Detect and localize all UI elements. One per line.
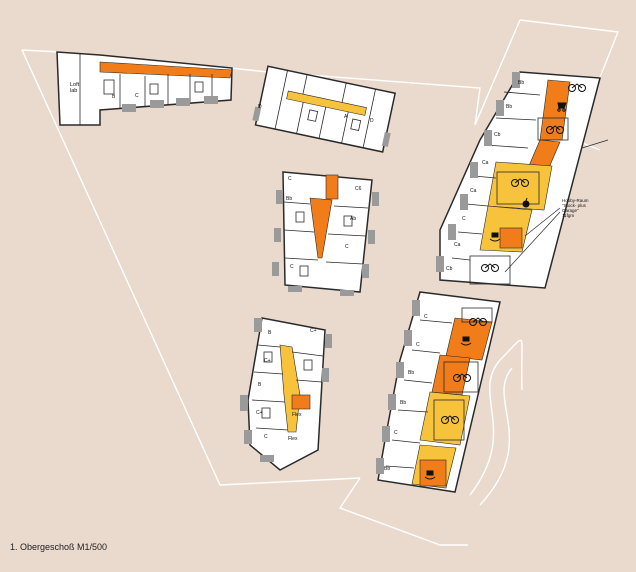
bicycle-icon xyxy=(441,415,459,424)
label-ca-2: Ca xyxy=(470,188,477,194)
apple-icon xyxy=(522,197,530,208)
unit-labels: Loft lab B C D D C Bb C6 Ab C C B C+ C+ … xyxy=(70,80,524,472)
room-icons xyxy=(424,83,586,480)
bicycle-icon xyxy=(469,317,487,326)
building-c xyxy=(272,171,379,296)
label-c-plus-3: C+ xyxy=(256,410,263,416)
label-c-2: C xyxy=(288,176,292,182)
label-d-2: D xyxy=(370,118,374,124)
label-bb-5: Bb xyxy=(400,400,406,406)
label-ca-1: Ca xyxy=(482,160,489,166)
rocking-horse-icon xyxy=(460,336,472,346)
label-a-1: A xyxy=(344,114,348,120)
label-b-2: B xyxy=(268,330,272,336)
label-ca-3: Ca xyxy=(454,242,461,248)
label-cg-1: C6 xyxy=(355,186,362,192)
rocking-horse-icon xyxy=(489,232,501,242)
label-b-3: B xyxy=(258,382,262,388)
hobby-room-annotation: Hobby-Raum "Stock- plus Garage" 11fgm xyxy=(562,198,589,218)
annotation-line-4: 11fgm xyxy=(562,213,574,218)
label-c-plus-2: C+ xyxy=(264,358,271,364)
building-e xyxy=(436,71,601,289)
annotation-leaders xyxy=(504,139,609,273)
building-d xyxy=(240,317,332,471)
label-flex-2: Flex xyxy=(288,436,298,442)
label-c-8: C xyxy=(416,342,420,348)
label-bb-6: Bb xyxy=(384,466,390,472)
bicycle-icon xyxy=(453,373,471,382)
label-bb-1: Bb xyxy=(286,196,292,202)
label-loft: Loft xyxy=(70,82,80,88)
label-c-5: C xyxy=(264,434,268,440)
building-a xyxy=(56,51,233,126)
label-bb-3: Bb xyxy=(506,104,512,110)
plan-caption: 1. Obergeschoß M1/500 xyxy=(10,542,108,552)
label-cb-1: Cb xyxy=(494,132,501,138)
label-b-1: B xyxy=(112,94,116,100)
label-c-6: C xyxy=(462,216,466,222)
rocking-horse-icon xyxy=(424,470,436,480)
label-d-1: D xyxy=(258,104,262,110)
label-c-1: C xyxy=(135,93,139,99)
label-flex-1: Flex xyxy=(292,412,302,418)
label-c-3: C xyxy=(345,244,349,250)
bicycle-icon xyxy=(481,263,499,272)
label-c-plus-1: C+ xyxy=(310,328,317,334)
annotation-line-2: "Stock- plus xyxy=(562,203,587,208)
label-loft-2: lab xyxy=(70,88,77,94)
annotation-line-3: Garage" xyxy=(562,208,579,213)
label-c-9: C xyxy=(394,430,398,436)
annotation-line-1: Hobby-Raum xyxy=(562,198,589,203)
building-f xyxy=(376,291,501,493)
bicycle-icon xyxy=(568,83,586,92)
label-bb-4: Bb xyxy=(408,370,414,376)
stroller-icon xyxy=(557,102,567,112)
label-c-4: C xyxy=(290,264,294,270)
label-bb-2: Bb xyxy=(518,80,524,86)
building-b xyxy=(252,65,397,153)
bicycle-icon xyxy=(511,178,529,187)
label-cb-2: Cb xyxy=(446,266,453,272)
label-ab-1: Ab xyxy=(350,216,356,222)
bicycle-icon xyxy=(546,125,564,134)
label-c-7: C xyxy=(424,314,428,320)
